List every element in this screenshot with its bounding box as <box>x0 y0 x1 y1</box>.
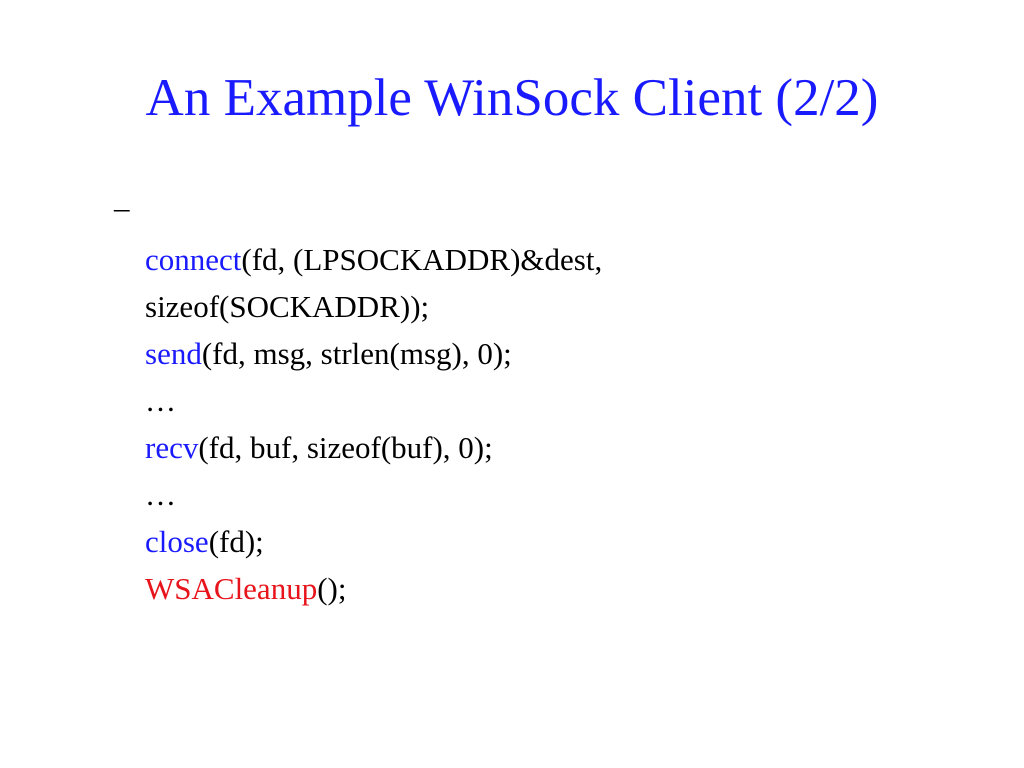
code-text: sizeof(SOCKADDR)); <box>145 289 430 324</box>
code-line-connect: connect(fd, (LPSOCKADDR)&dest, <box>145 236 985 283</box>
code-line-ellipsis: … <box>145 377 985 424</box>
code-line-send: send(fd, msg, strlen(msg), 0); <box>145 330 985 377</box>
code-line-recv: recv(fd, buf, sizeof(buf), 0); <box>145 424 985 471</box>
code-text: … <box>145 383 176 418</box>
code-text: (fd, (LPSOCKADDR)&dest, <box>241 242 603 277</box>
bullet-dash: – <box>114 190 130 225</box>
slide-title: An Example WinSock Client (2/2) <box>145 69 879 127</box>
code-text: (fd, msg, strlen(msg), 0); <box>201 336 512 371</box>
code-keyword-send: send <box>145 336 202 371</box>
code-block: connect(fd, (LPSOCKADDR)&dest, sizeof(SO… <box>145 236 985 612</box>
code-line-close: close(fd); <box>145 518 985 565</box>
code-keyword-recv: recv <box>145 430 199 465</box>
code-line-wsacleanup: WSACleanup(); <box>145 565 985 612</box>
code-keyword-wsacleanup: WSACleanup <box>145 571 318 606</box>
code-text: (); <box>317 571 347 606</box>
code-text: (fd); <box>208 524 264 559</box>
code-keyword-close: close <box>145 524 209 559</box>
code-line-ellipsis: … <box>145 471 985 518</box>
code-text: … <box>145 477 176 512</box>
code-line-sizeof: sizeof(SOCKADDR)); <box>145 283 985 330</box>
code-text: (fd, buf, sizeof(buf), 0); <box>198 430 493 465</box>
code-keyword-connect: connect <box>145 242 242 277</box>
